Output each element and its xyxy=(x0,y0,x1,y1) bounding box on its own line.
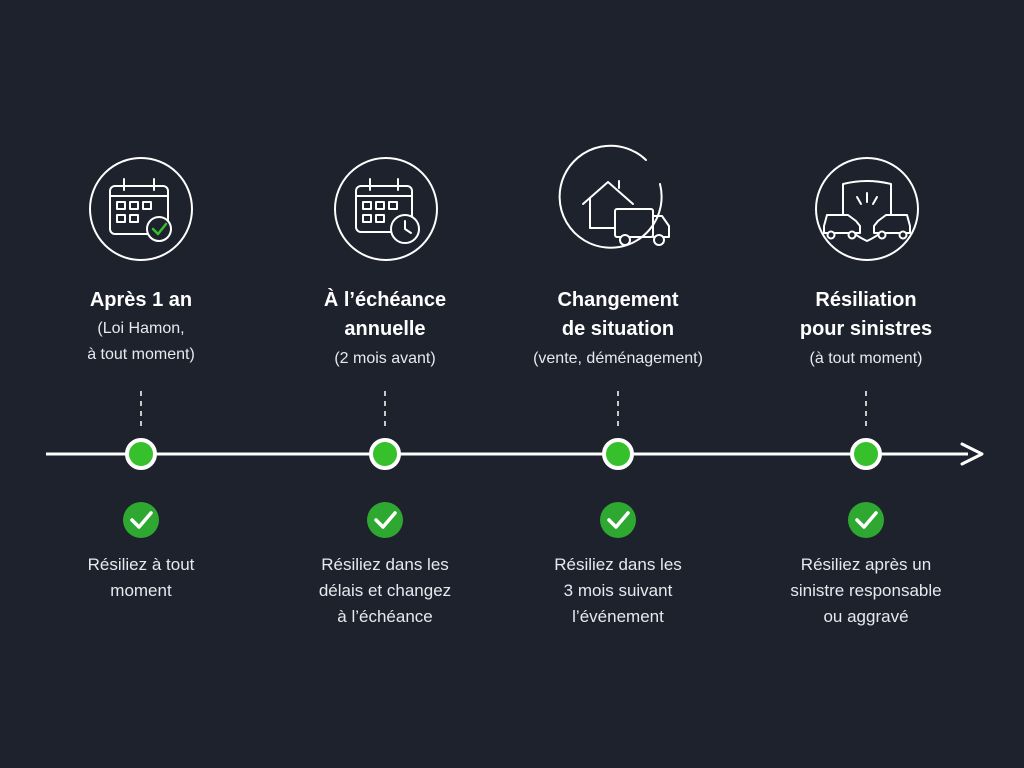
step-description-line: Résiliez à tout xyxy=(87,555,195,574)
timeline-axis xyxy=(46,442,984,466)
step-title: Changement de situation xyxy=(508,286,728,344)
step-description-line: Résiliez dans les xyxy=(321,555,449,574)
step-3-marker-group xyxy=(600,391,636,538)
step-description-line: 3 mois suivant xyxy=(563,581,673,600)
step-subtitle-line: (Loi Hamon, xyxy=(97,320,185,337)
step-description-line: à l’échéance xyxy=(337,607,433,626)
shield-car-crash-icon xyxy=(815,157,919,261)
step-description-line: sinistre responsable xyxy=(790,581,942,600)
step-title-line: annuelle xyxy=(344,318,426,340)
house-moving-truck-icon xyxy=(558,144,670,249)
step-subtitle-line: (2 mois avant) xyxy=(334,350,436,367)
step-description-line: délais et changez xyxy=(318,581,452,600)
step-2-marker-group xyxy=(367,391,403,538)
calendar-clock-icon xyxy=(334,157,438,261)
step-title-line: À l’échéance xyxy=(323,289,447,311)
step-description: Résiliez dans les 3 mois suivant l’événe… xyxy=(508,552,728,630)
checkmark-badge-icon xyxy=(367,502,403,538)
step-title: Après 1 an xyxy=(31,286,251,315)
calendar-check-icon xyxy=(89,157,193,261)
timeline-arrowhead xyxy=(960,442,984,466)
step-title-line: Après 1 an xyxy=(89,289,193,311)
timeline-marker xyxy=(602,438,634,470)
step-subtitle: (Loi Hamon, à tout moment) xyxy=(31,316,251,368)
step-description-line: moment xyxy=(110,581,172,600)
step-description-line: Résiliez après un xyxy=(800,555,932,574)
step-description: Résiliez à tout moment xyxy=(31,552,251,604)
step-subtitle-line: (à tout moment) xyxy=(809,350,923,367)
timeline-marker xyxy=(850,438,882,470)
step-subtitle: (à tout moment) xyxy=(756,346,976,372)
step-description-line: ou aggravé xyxy=(823,607,909,626)
step-1-marker-group xyxy=(123,391,159,538)
step-title-line: Changement xyxy=(557,289,679,311)
step-subtitle: (vente, déménagement) xyxy=(508,346,728,372)
step-title: Résiliation pour sinistres xyxy=(756,286,976,344)
checkmark-badge-icon xyxy=(600,502,636,538)
step-4-marker-group xyxy=(848,391,884,538)
step-title: À l’échéance annuelle xyxy=(275,286,495,344)
step-description: Résiliez après un sinistre responsable o… xyxy=(756,552,976,630)
timeline-marker xyxy=(125,438,157,470)
step-title-line: de situation xyxy=(561,318,675,340)
step-description: Résiliez dans les délais et changez à l’… xyxy=(275,552,495,630)
step-title-line: Résiliation xyxy=(815,289,917,311)
step-description-line: Résiliez dans les xyxy=(554,555,682,574)
step-subtitle-line: à tout moment) xyxy=(87,346,195,363)
timeline-marker xyxy=(369,438,401,470)
step-description-line: l’événement xyxy=(572,607,664,626)
checkmark-badge-icon xyxy=(123,502,159,538)
step-subtitle: (2 mois avant) xyxy=(275,346,495,372)
step-title-line: pour sinistres xyxy=(799,318,933,340)
checkmark-badge-icon xyxy=(848,502,884,538)
step-subtitle-line: (vente, déménagement) xyxy=(533,350,703,367)
